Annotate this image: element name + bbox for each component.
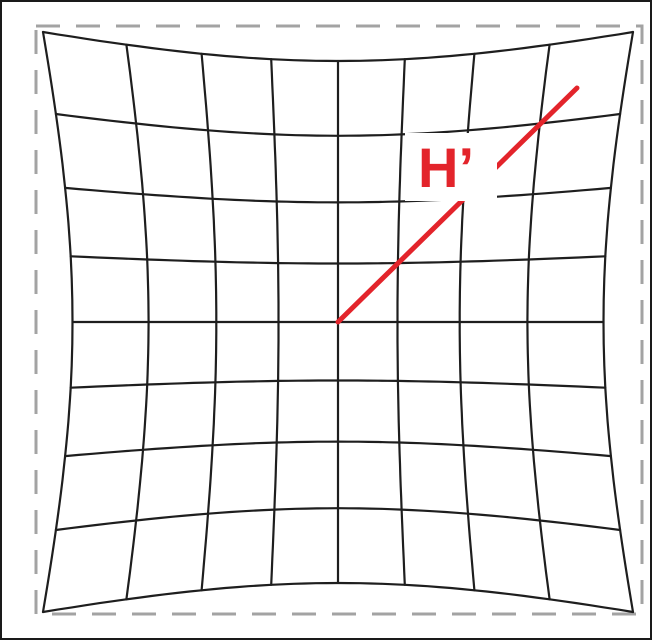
grid-vertical-line bbox=[396, 58, 406, 586]
grid-horizontal-line bbox=[41, 30, 635, 63]
grid-horizontal-line bbox=[41, 581, 635, 614]
image-height-line bbox=[335, 85, 580, 325]
grid-vertical-line bbox=[270, 58, 280, 586]
grid-vertical-line bbox=[125, 43, 150, 601]
grid-vertical-line bbox=[41, 30, 74, 614]
grid-vertical-line bbox=[200, 52, 218, 592]
grid-vertical-line bbox=[526, 43, 551, 601]
grid-vertical-line bbox=[602, 30, 635, 614]
label-backdrop bbox=[405, 133, 497, 201]
image-height-label: H’ bbox=[418, 136, 474, 199]
undistorted-image-boundary bbox=[34, 24, 644, 616]
